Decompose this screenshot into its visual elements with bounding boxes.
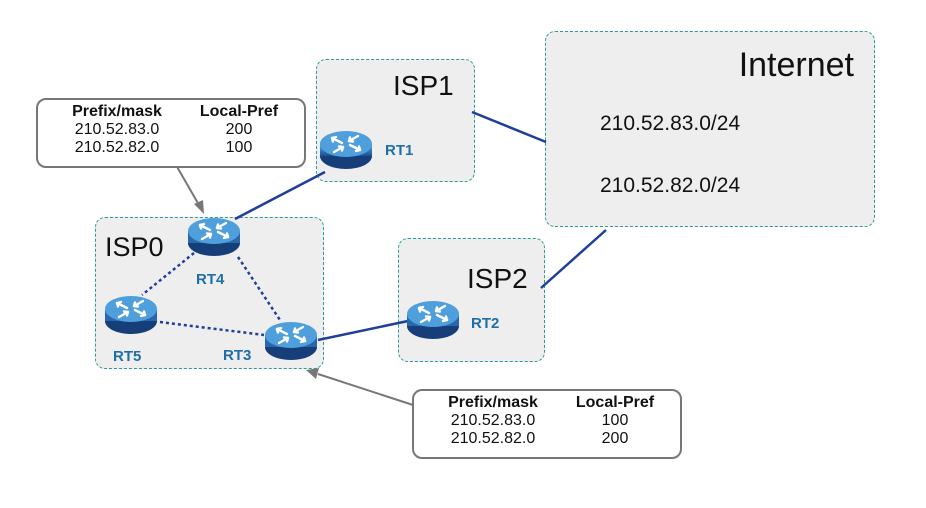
router-rt5-label: RT5 — [113, 348, 142, 365]
link-rt3-rt2 — [317, 319, 409, 342]
table-row: 210.52.83.0 100 — [428, 412, 672, 430]
router-rt4-icon[interactable] — [186, 213, 242, 259]
table-row: 210.52.83.0 200 — [52, 121, 296, 139]
router-rt1-icon[interactable] — [318, 126, 374, 172]
rt3-local-pref-callout: Prefix/mask Local-Pref 210.52.83.0 100 2… — [412, 389, 682, 459]
prefix-cell: 210.52.82.0 — [74, 139, 160, 156]
table-header-row: Prefix/mask Local-Pref — [428, 394, 672, 412]
table-row: 210.52.82.0 100 — [52, 139, 296, 157]
isp1-area: ISP1 — [316, 59, 475, 182]
router-rt3-icon[interactable] — [263, 317, 319, 363]
rt4-local-pref-callout: Prefix/mask Local-Pref 210.52.83.0 200 2… — [36, 98, 306, 168]
callout-arrow-rt3 — [317, 373, 414, 406]
link-rt4-rt1 — [234, 170, 326, 221]
link-rt4-rt5 — [141, 252, 195, 296]
prefix-cell: 210.52.82.0 — [450, 430, 536, 447]
internet-prefix-1: 210.52.83.0/24 — [600, 112, 741, 135]
link-rt5-rt3 — [159, 320, 265, 337]
callout-arrowhead-rt4 — [194, 200, 204, 214]
link-rt2-internet — [540, 229, 607, 289]
prefix-cell: 210.52.83.0 — [74, 121, 160, 138]
internet-area: Internet 210.52.83.0/24 210.52.82.0/24 — [545, 31, 875, 227]
column-header-prefix: Prefix/mask — [72, 103, 162, 120]
rt4-local-pref-table: Prefix/mask Local-Pref 210.52.83.0 200 2… — [52, 103, 296, 157]
column-header-local-pref: Local-Pref — [199, 103, 279, 120]
callout-arrowhead-rt3 — [306, 368, 319, 379]
router-rt1-label: RT1 — [385, 142, 414, 159]
link-rt1-internet — [471, 110, 547, 144]
column-header-local-pref: Local-Pref — [575, 394, 655, 411]
isp2-area: ISP2 — [398, 238, 545, 362]
isp1-label: ISP1 — [393, 70, 454, 101]
prefix-cell: 210.52.83.0 — [450, 412, 536, 429]
table-header-row: Prefix/mask Local-Pref — [52, 103, 296, 121]
table-row: 210.52.82.0 200 — [428, 430, 672, 448]
local-pref-cell: 100 — [225, 139, 253, 156]
rt3-local-pref-table: Prefix/mask Local-Pref 210.52.83.0 100 2… — [428, 394, 672, 448]
callout-arrow-rt4 — [175, 164, 200, 206]
column-header-prefix: Prefix/mask — [448, 394, 538, 411]
router-rt3-label: RT3 — [223, 347, 252, 364]
local-pref-cell: 100 — [601, 412, 629, 429]
router-rt2-icon[interactable] — [405, 296, 461, 342]
isp0-label: ISP0 — [105, 232, 164, 262]
router-rt5-icon[interactable] — [103, 291, 159, 337]
link-rt4-rt3 — [236, 256, 282, 321]
local-pref-cell: 200 — [225, 121, 253, 138]
local-pref-cell: 200 — [601, 430, 629, 447]
internet-prefix-2: 210.52.82.0/24 — [600, 174, 741, 197]
internet-label: Internet — [738, 46, 854, 84]
isp2-label: ISP2 — [467, 263, 528, 294]
router-rt4-label: RT4 — [196, 271, 225, 288]
router-rt2-label: RT2 — [471, 315, 500, 332]
